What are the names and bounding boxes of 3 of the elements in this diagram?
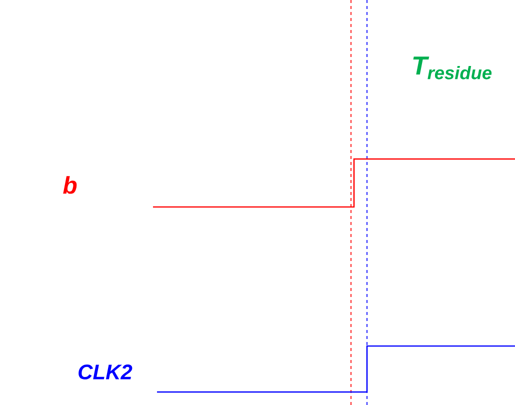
signal-label: CLK2 [78, 364, 132, 380]
signal-label: b [63, 176, 77, 194]
timing-label: T$_{residue}$ [413, 56, 492, 80]
